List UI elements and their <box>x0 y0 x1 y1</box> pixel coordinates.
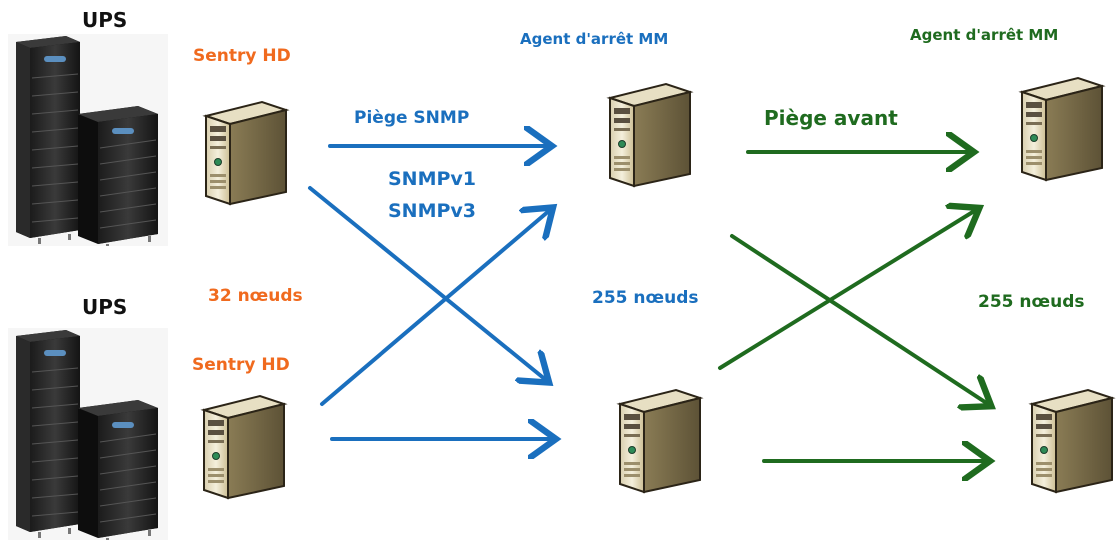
snmp-version-label: SNMPv3 <box>388 200 477 222</box>
snmp-arrow-cross-down <box>308 186 546 380</box>
forward-arrow-cross-up <box>718 210 976 370</box>
mm-agent-server-icon <box>609 83 691 187</box>
mm-agent-nodes-count: 255 nœuds <box>592 288 699 308</box>
forward-arrow-cross-down <box>730 234 988 404</box>
sentry-hd-label: Sentry HD <box>192 355 290 375</box>
snmp-version-label: SNMPv1 <box>388 168 477 190</box>
snmp-arrow-cross-up <box>320 210 550 406</box>
ups-label: UPS <box>82 295 128 319</box>
ups-cabinet-icon <box>7 327 169 541</box>
forward-trap-label: Piège avant <box>764 106 898 130</box>
mm-agent-title: Agent d'arrêt MM <box>520 30 669 48</box>
ups-cabinet-icon <box>7 33 169 247</box>
mm-agent-server-icon <box>1021 77 1103 181</box>
sentry-nodes-count: 32 nœuds <box>208 286 303 306</box>
snmp-trap-label: Piège SNMP <box>354 108 470 128</box>
mm-agent-server-icon <box>619 389 701 493</box>
sentry-hd-server-icon <box>203 395 285 499</box>
sentry-hd-label: Sentry HD <box>193 46 291 66</box>
mm-agent-nodes-count: 255 nœuds <box>978 292 1085 312</box>
mm-agent-server-icon <box>1031 389 1113 493</box>
ups-label: UPS <box>82 8 128 32</box>
mm-agent-title: Agent d'arrêt MM <box>910 26 1059 44</box>
sentry-hd-server-icon <box>205 101 287 205</box>
